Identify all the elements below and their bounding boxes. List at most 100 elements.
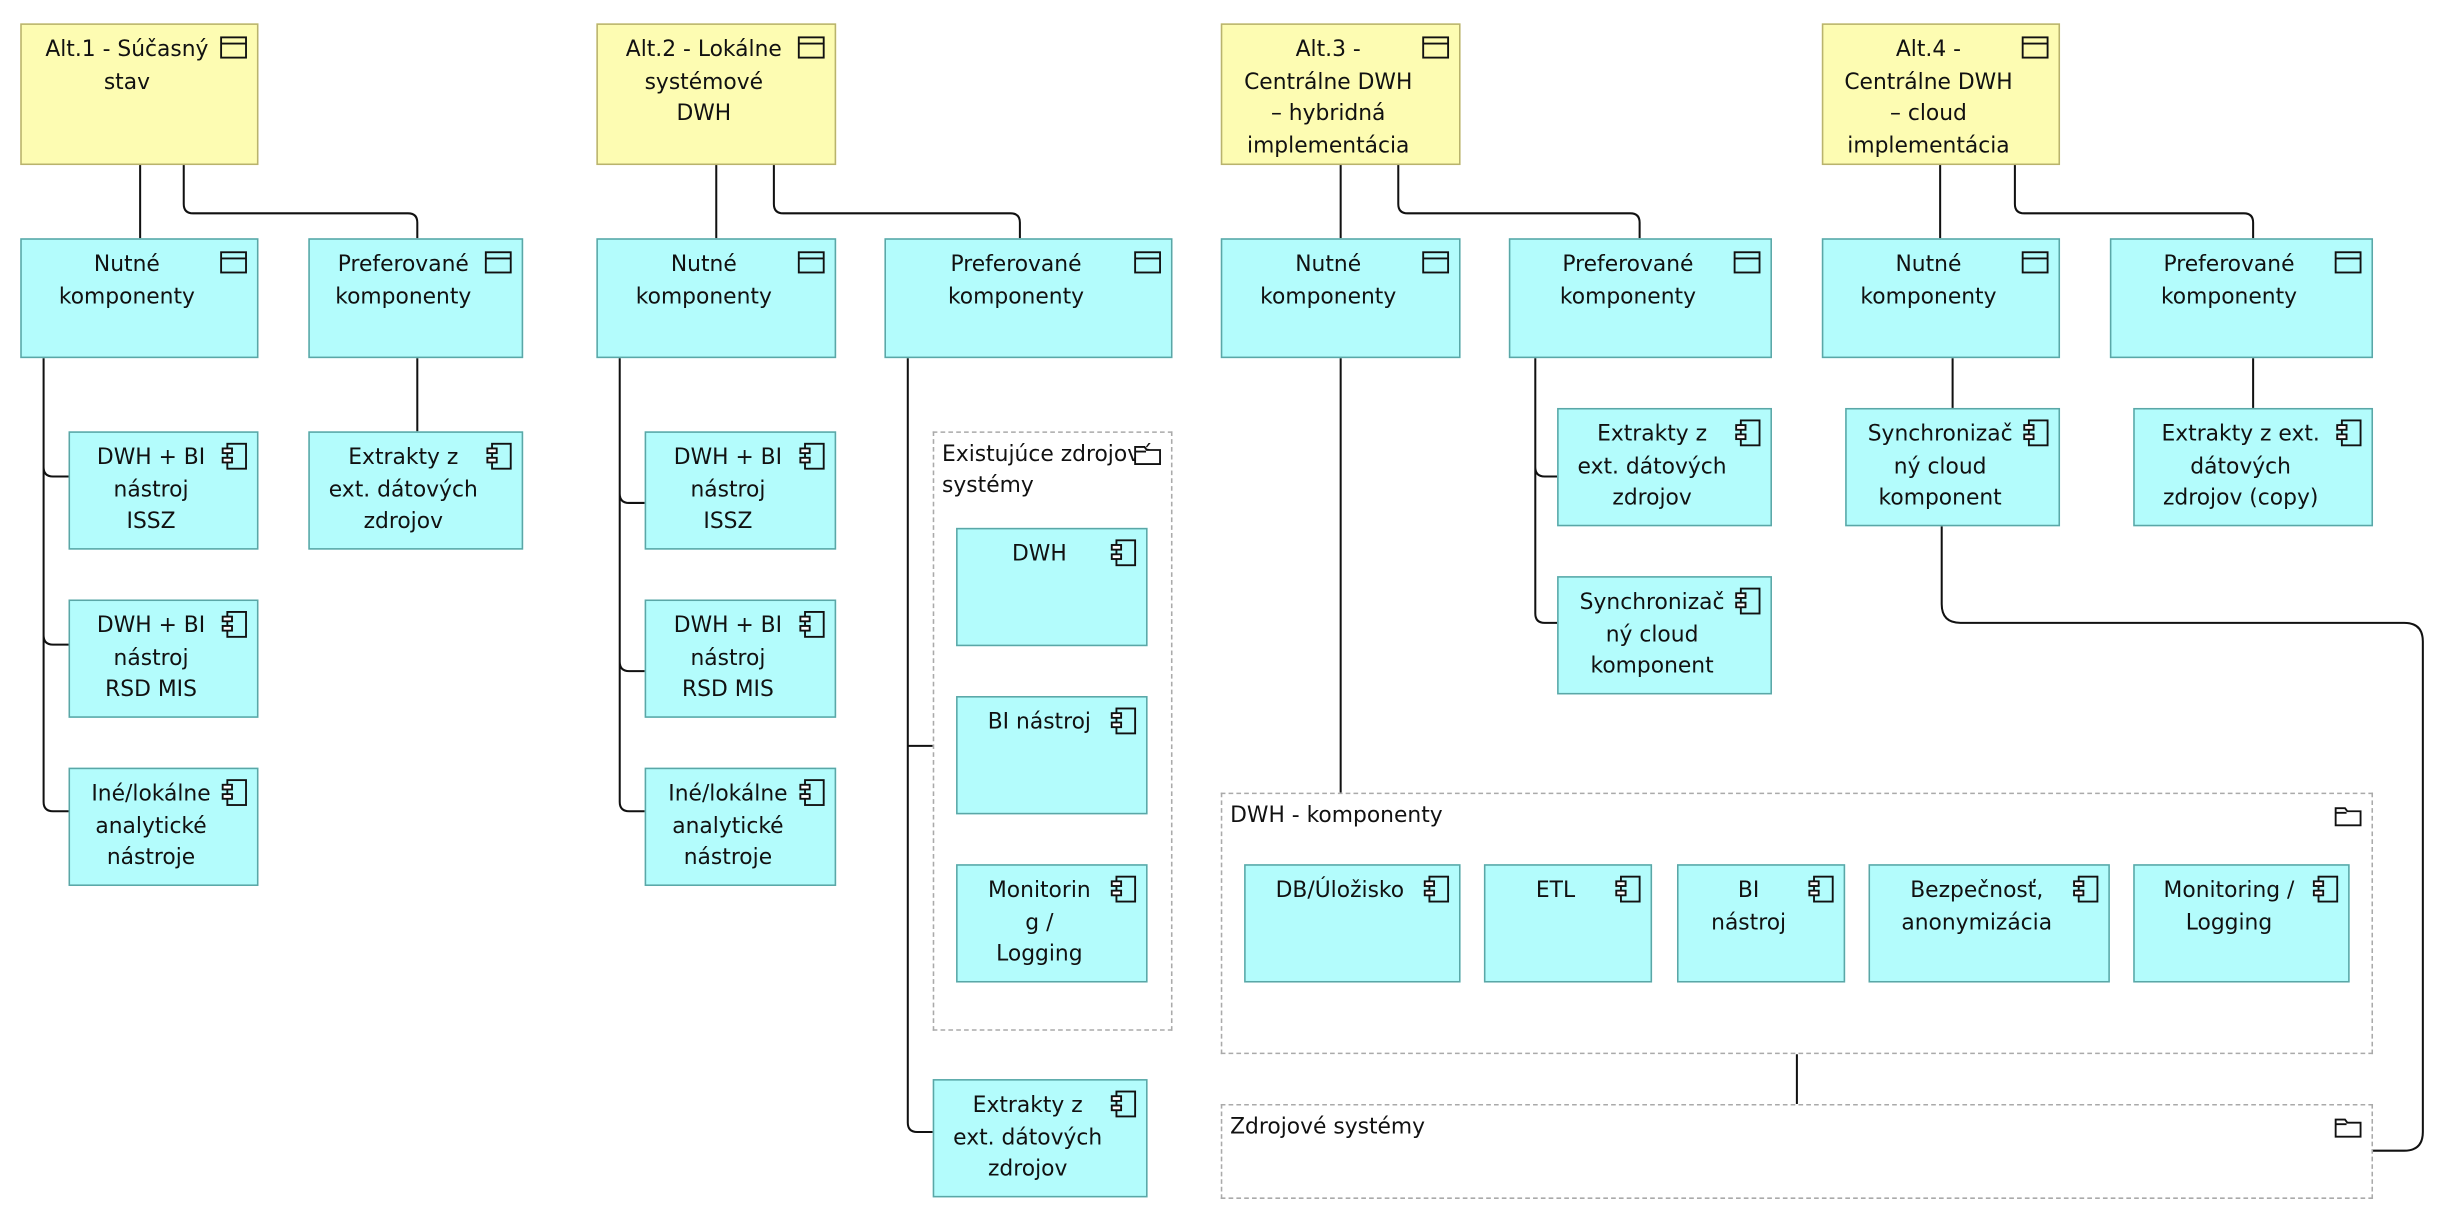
capability-icon bbox=[220, 36, 247, 59]
grouping-box-icon bbox=[1733, 251, 1761, 274]
component-icon bbox=[2073, 875, 2099, 903]
folder-icon bbox=[2334, 1118, 2362, 1138]
capability-alt3[interactable]: Alt.3 - Centrálne DWH – hybridná impleme… bbox=[1220, 23, 1461, 166]
component-icon bbox=[799, 442, 825, 470]
connector-alt1-pref bbox=[182, 165, 419, 239]
alt1-preferovane-komponenty[interactable]: Preferované komponenty bbox=[308, 238, 524, 359]
alt1-dwh-bi-issz[interactable]: DWH + BI nástroj ISSZ bbox=[68, 431, 259, 550]
alt3-nutne-komponenty[interactable]: Nutné komponenty bbox=[1220, 238, 1461, 359]
connector-alt2-pref bbox=[772, 165, 1021, 239]
dwh-etl-label: ETL bbox=[1535, 878, 1576, 904]
alt1-dwh-bi-rsd-mis[interactable]: DWH + BI nástroj RSD MIS bbox=[68, 599, 259, 718]
alt2-dwh-label: DWH bbox=[1011, 541, 1067, 567]
dwh-group-label: DWH - komponenty bbox=[1230, 803, 1443, 829]
connector-alt4-pref bbox=[2013, 165, 2255, 239]
alt4-sync-label: Synchronizač ný cloud komponent bbox=[1867, 421, 2013, 511]
grouping-box-icon bbox=[1134, 251, 1161, 274]
connector-alt3-pref bbox=[1397, 165, 1641, 239]
capability-alt2[interactable]: Alt.2 - Lokálne systémové DWH bbox=[596, 23, 837, 166]
connector-alt2-pref-children bbox=[906, 358, 933, 1134]
dwh-db-ulozisko[interactable]: DB/Úložisko bbox=[1244, 864, 1461, 983]
alt4-pref-label: Preferované komponenty bbox=[2160, 252, 2298, 310]
alt3-nutne-label: Nutné komponenty bbox=[1260, 252, 1397, 310]
alt2-nutne-label: Nutné komponenty bbox=[635, 252, 772, 310]
alt1-extr-label: Extrakty z ext. dátových zdrojov bbox=[328, 445, 478, 535]
component-icon bbox=[486, 442, 512, 470]
component-icon bbox=[221, 611, 247, 638]
alt3-preferovane-komponenty[interactable]: Preferované komponenty bbox=[1508, 238, 1772, 359]
alt2-dwh[interactable]: DWH bbox=[956, 527, 1148, 647]
alt2-rsd-label: DWH + BI nástroj RSD MIS bbox=[673, 613, 783, 703]
capability-alt1[interactable]: Alt.1 - Súčasný stav bbox=[20, 23, 259, 166]
alt2-extr-label: Extrakty z ext. dátových zdrojov bbox=[953, 1093, 1103, 1182]
capability-alt2-label: Alt.2 - Lokálne systémové DWH bbox=[625, 37, 782, 127]
component-icon bbox=[221, 779, 247, 806]
capability-alt4[interactable]: Alt.4 - Centrálne DWH – cloud implementá… bbox=[1821, 23, 2061, 166]
alt4-extrakty-copy[interactable]: Extrakty z ext. dátových zdrojov (copy) bbox=[2133, 407, 2374, 527]
component-icon bbox=[1110, 1090, 1137, 1118]
dwh-bi-label: BI nástroj bbox=[1711, 878, 1787, 936]
component-icon bbox=[221, 442, 247, 470]
alt4-nutne-label: Nutné komponenty bbox=[1860, 252, 1997, 310]
zdroj-group-label: Zdrojové systémy bbox=[1230, 1114, 1426, 1140]
dwh-mon-label: Monitoring / Logging bbox=[2163, 878, 2295, 936]
alt2-bi-nastroj[interactable]: BI nástroj bbox=[956, 696, 1148, 815]
alt4-synchronizacny-cloud-komponent[interactable]: Synchronizač ný cloud komponent bbox=[1845, 407, 2061, 527]
dwh-bezpecnost-anonymizacia[interactable]: Bezpečnosť, anonymizácia bbox=[1868, 864, 2110, 983]
alt4-preferovane-komponenty[interactable]: Preferované komponenty bbox=[2109, 238, 2374, 359]
alt3-sync-label: Synchronizač ný cloud komponent bbox=[1579, 590, 1725, 679]
dwh-etl[interactable]: ETL bbox=[1483, 864, 1653, 983]
alt2-dwh-bi-rsd-mis[interactable]: DWH + BI nástroj RSD MIS bbox=[644, 599, 837, 718]
component-icon bbox=[1735, 587, 1761, 615]
alt1-pref-label: Preferované komponenty bbox=[335, 252, 472, 310]
alt2-nutne-komponenty[interactable]: Nutné komponenty bbox=[596, 238, 837, 359]
alt3-extr-label: Extrakty z ext. dátových zdrojov bbox=[1577, 421, 1727, 511]
grouping-box-icon bbox=[484, 251, 512, 274]
alt2-issz-label: DWH + BI nástroj ISSZ bbox=[673, 445, 783, 535]
alt1-ine-lokalne-nastroje[interactable]: Iné/lokálne analytické nástroje bbox=[68, 767, 259, 886]
grouping-box-icon bbox=[797, 251, 825, 274]
component-icon bbox=[1110, 707, 1137, 735]
component-icon bbox=[1110, 875, 1137, 903]
alt1-ine-label: Iné/lokálne analytické nástroje bbox=[91, 781, 211, 871]
alt2-monitoring-logging[interactable]: Monitorin g / Logging bbox=[956, 864, 1148, 983]
alt2-group-label: Existujúce zdrojové systémy bbox=[942, 442, 1154, 499]
alt4-nutne-komponenty[interactable]: Nutné komponenty bbox=[1821, 238, 2061, 359]
component-icon bbox=[2312, 875, 2339, 903]
alt1-nutne-komponenty[interactable]: Nutné komponenty bbox=[20, 238, 259, 359]
component-icon bbox=[1110, 539, 1137, 567]
alt3-synchronizacny-cloud-komponent[interactable]: Synchronizač ný cloud komponent bbox=[1557, 576, 1772, 695]
dwh-sec-label: Bezpečnosť, anonymizácia bbox=[1901, 878, 2053, 936]
alt1-extrakty[interactable]: Extrakty z ext. dátových zdrojov bbox=[308, 431, 524, 550]
folder-icon bbox=[2334, 807, 2362, 827]
alt1-rsd-label: DWH + BI nástroj RSD MIS bbox=[96, 613, 206, 703]
alt4-extr-label: Extrakty z ext. dátových zdrojov (copy) bbox=[2161, 421, 2320, 511]
alt2-extrakty[interactable]: Extrakty z ext. dátových zdrojov bbox=[932, 1079, 1148, 1198]
capability-alt3-label: Alt.3 - Centrálne DWH – hybridná impleme… bbox=[1244, 37, 1413, 159]
component-icon bbox=[799, 779, 825, 806]
grouping-box-icon bbox=[1422, 251, 1450, 274]
connector-alt2-components bbox=[618, 358, 645, 813]
capability-icon bbox=[797, 36, 825, 59]
alt3-extrakty[interactable]: Extrakty z ext. dátových zdrojov bbox=[1557, 407, 1772, 527]
alt1-issz-label: DWH + BI nástroj ISSZ bbox=[96, 445, 206, 535]
alt2-ine-lokalne-nastroje[interactable]: Iné/lokálne analytické nástroje bbox=[644, 767, 837, 886]
alt1-nutne-label: Nutné komponenty bbox=[58, 252, 195, 310]
alt2-pref-label: Preferované komponenty bbox=[947, 252, 1085, 310]
component-icon bbox=[1423, 875, 1450, 903]
folder-icon bbox=[1134, 445, 1161, 465]
alt2-dwh-bi-issz[interactable]: DWH + BI nástroj ISSZ bbox=[644, 431, 837, 550]
alt3-pref-label: Preferované komponenty bbox=[1559, 252, 1696, 310]
dwh-bi-nastroj[interactable]: BI nástroj bbox=[1676, 864, 1846, 983]
component-icon bbox=[1615, 875, 1641, 903]
connector-alt1-issz bbox=[42, 358, 69, 813]
dwh-monitoring-logging[interactable]: Monitoring / Logging bbox=[2133, 864, 2350, 983]
capability-icon bbox=[1422, 36, 1450, 59]
alt2-preferovane-komponenty[interactable]: Preferované komponenty bbox=[884, 238, 1173, 359]
alt2-mon-label: Monitorin g / Logging bbox=[987, 878, 1091, 967]
alt2-bi-label: BI nástroj bbox=[987, 710, 1091, 735]
capability-icon bbox=[2021, 36, 2049, 59]
dwh-db-label: DB/Úložisko bbox=[1275, 878, 1405, 904]
zdrojove-systemy-group[interactable]: Zdrojové systémy bbox=[1220, 1103, 2374, 1199]
